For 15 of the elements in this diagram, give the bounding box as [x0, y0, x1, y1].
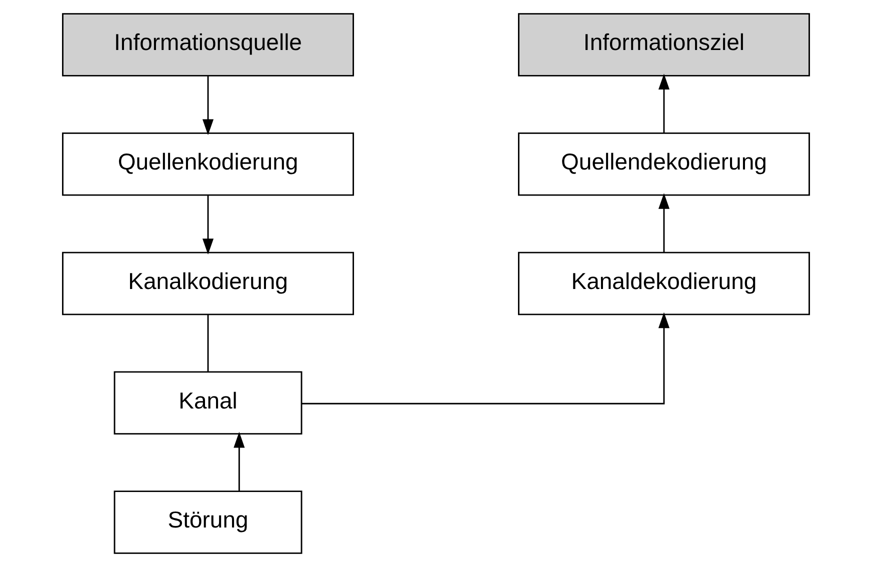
- arrow: [658, 193, 670, 252]
- node-box: Kanalkodierung: [62, 252, 354, 316]
- arrow: [202, 76, 214, 136]
- node-box: Quellenkodierung: [62, 132, 354, 196]
- arrow: [302, 312, 670, 404]
- node-box: Kanal: [114, 371, 302, 435]
- arrow: [658, 74, 670, 133]
- arrow: [202, 196, 214, 255]
- connector: [207, 314, 209, 372]
- node-box: Kanaldekodierung: [518, 252, 810, 316]
- node-box: Störung: [114, 490, 302, 554]
- node-box: Informationsziel: [518, 13, 810, 76]
- node-box: Informationsquelle: [62, 13, 354, 76]
- node-box: Quellendekodierung: [518, 132, 810, 196]
- arrow: [234, 432, 245, 491]
